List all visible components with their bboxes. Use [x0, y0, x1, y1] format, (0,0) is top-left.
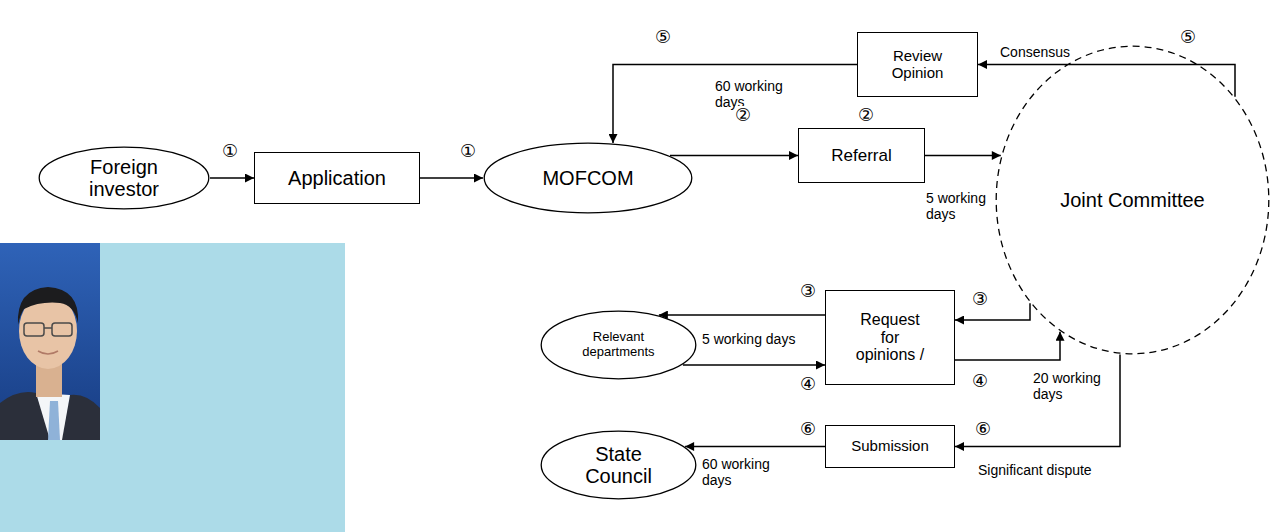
authority-ellipse: MOFCOM [483, 142, 693, 214]
connector-arrow [685, 446, 825, 448]
connector-arrow [955, 354, 1120, 446]
edge-label: Consensus [1000, 44, 1070, 60]
connector-arrow [925, 155, 1001, 157]
node-label: Joint Committee [1058, 189, 1208, 211]
step-number: ② [858, 106, 874, 124]
node-text-group: Request for opinions / [851, 311, 929, 365]
connector-arrow [670, 155, 798, 157]
node-text-group: Relevant departments [576, 330, 661, 359]
node-label: MOFCOM [518, 167, 658, 189]
node-text-group: Review Opinion [868, 48, 968, 82]
step-number: ② [735, 106, 751, 124]
connector-arrow [683, 364, 825, 366]
edge-label: 60 working days [715, 78, 795, 110]
node-text-group: Joint Committee [1058, 189, 1208, 211]
actor-ellipse: Relevant departments [540, 310, 697, 380]
edge-label: 5 working days [926, 190, 990, 222]
step-number: ⑤ [655, 28, 671, 46]
committee-circle: Joint Committee [995, 45, 1270, 355]
step-number: ① [222, 142, 238, 160]
node-label: Request for opinions / [851, 311, 929, 365]
node-label: Referral [807, 146, 917, 165]
step-number: ③ [972, 290, 988, 308]
step-number: ④ [800, 375, 816, 393]
step-number: ⑥ [800, 420, 816, 438]
actor-ellipse: State Council [540, 430, 697, 500]
connector-arrow [210, 177, 254, 179]
node-label: Relevant departments [576, 330, 661, 359]
process-box: Referral [798, 128, 925, 183]
process-box: Request for opinions / [825, 290, 955, 385]
edge-label: Significant dispute [978, 462, 1092, 478]
node-label: Submission [835, 438, 945, 455]
actor-ellipse: Foreign investor [38, 146, 210, 210]
step-number: ④ [972, 372, 988, 390]
node-label: State Council [574, 443, 664, 488]
connector-arrow [955, 332, 1060, 360]
process-box: Application [254, 152, 420, 204]
edge-label: 20 working days [1033, 370, 1109, 402]
node-text-group: Referral [807, 146, 917, 165]
step-number: ③ [800, 282, 816, 300]
connector-arrow [420, 177, 483, 179]
connector-arrow [978, 65, 1235, 97]
edge-label: 60 working days [702, 456, 782, 488]
node-text-group: Submission [835, 438, 945, 455]
node-text-group: Foreign investor [69, 156, 179, 201]
process-box: Review Opinion [857, 32, 978, 97]
node-text-group: State Council [574, 443, 664, 488]
step-number: ① [460, 142, 476, 160]
process-box: Submission [825, 425, 955, 468]
node-label: Foreign investor [69, 156, 179, 201]
node-text-group: MOFCOM [518, 167, 658, 189]
node-label: Review Opinion [868, 48, 968, 82]
portrait-photo [0, 243, 345, 532]
node-label: Application [262, 167, 412, 189]
edge-label: 5 working days [702, 331, 795, 347]
node-text-group: Application [262, 167, 412, 189]
connector-arrow [955, 303, 1030, 320]
step-number: ⑥ [975, 420, 991, 438]
connector-arrow [659, 314, 825, 316]
step-number: ⑤ [1180, 28, 1196, 46]
